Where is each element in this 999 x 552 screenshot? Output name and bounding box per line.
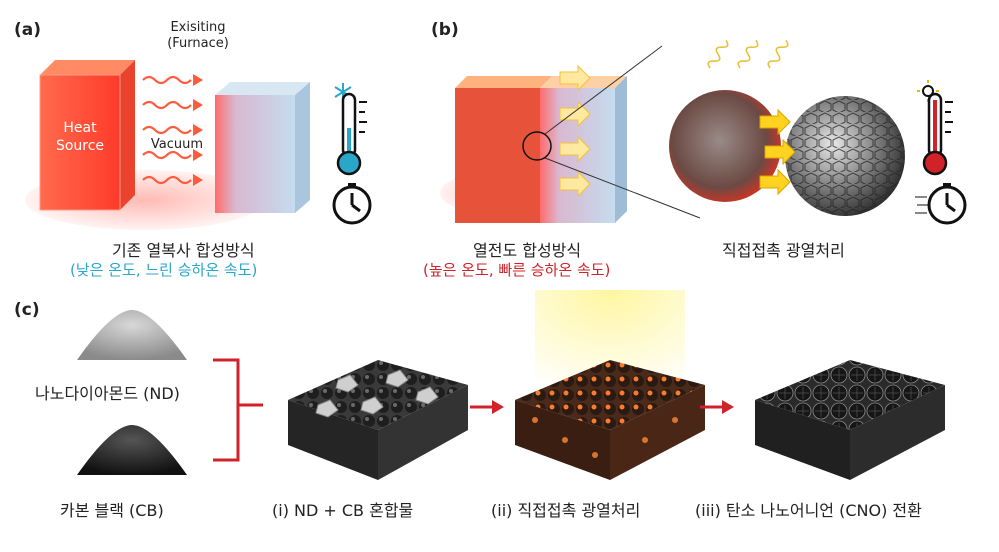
thermometer-hot-icon [922, 92, 953, 176]
panel-b-caption-right: 직접접촉 광열처리 [722, 241, 845, 260]
cno-block [755, 360, 945, 480]
heated-particle [669, 90, 781, 202]
panel-c-label: (c) [14, 300, 40, 320]
mixing-bracket [213, 358, 263, 462]
vacuum-label: Vacuum [150, 137, 204, 152]
cb-label: 카본 블랙 (CB) [60, 501, 164, 520]
panel-b-label: (b) [431, 20, 459, 40]
heat-source-label: Heat Source [55, 120, 105, 154]
panel-a-label: (a) [14, 20, 42, 40]
transfer-arrows [759, 108, 796, 196]
fast-clock-icon [915, 183, 967, 225]
panel-b-subcaption-left: (높은 온도, 빠른 승하온 속도) [423, 261, 611, 279]
panel-a-illustration [25, 60, 310, 230]
mixture-block [288, 360, 468, 480]
step-1-label: (i) ND + CB 혼합물 [272, 501, 414, 520]
clock-icon [332, 183, 372, 225]
existing-furnace-label: Exisiting (Furnace) [167, 20, 229, 52]
panel-b-illustration [440, 39, 905, 223]
nanodiamond-powder [77, 310, 187, 360]
panel-a-subcaption: (낮은 온도, 느린 승하온 속도) [70, 261, 258, 279]
nd-label: 나노다이아몬드 (ND) [35, 384, 180, 403]
step-2-label: (ii) 직접접촉 광열처리 [491, 501, 641, 520]
thermometer-cold-icon [336, 92, 367, 176]
heat-source-box [39, 74, 121, 211]
arrow-1 [470, 400, 504, 414]
step-3-label: (iii) 탄소 나노어니언 (CNO) 전환 [695, 501, 922, 520]
conduction-arrows [559, 64, 591, 198]
target-block [215, 95, 295, 213]
panel-b-caption-left: 열전도 합성방식 [473, 241, 582, 260]
carbon-black-powder [77, 425, 187, 475]
radiation-arrows [142, 75, 192, 185]
light-waves [707, 39, 789, 69]
arrow-2 [700, 400, 734, 414]
panel-a-caption: 기존 열복사 합성방식 [112, 241, 255, 260]
photothermal-block [515, 290, 705, 480]
